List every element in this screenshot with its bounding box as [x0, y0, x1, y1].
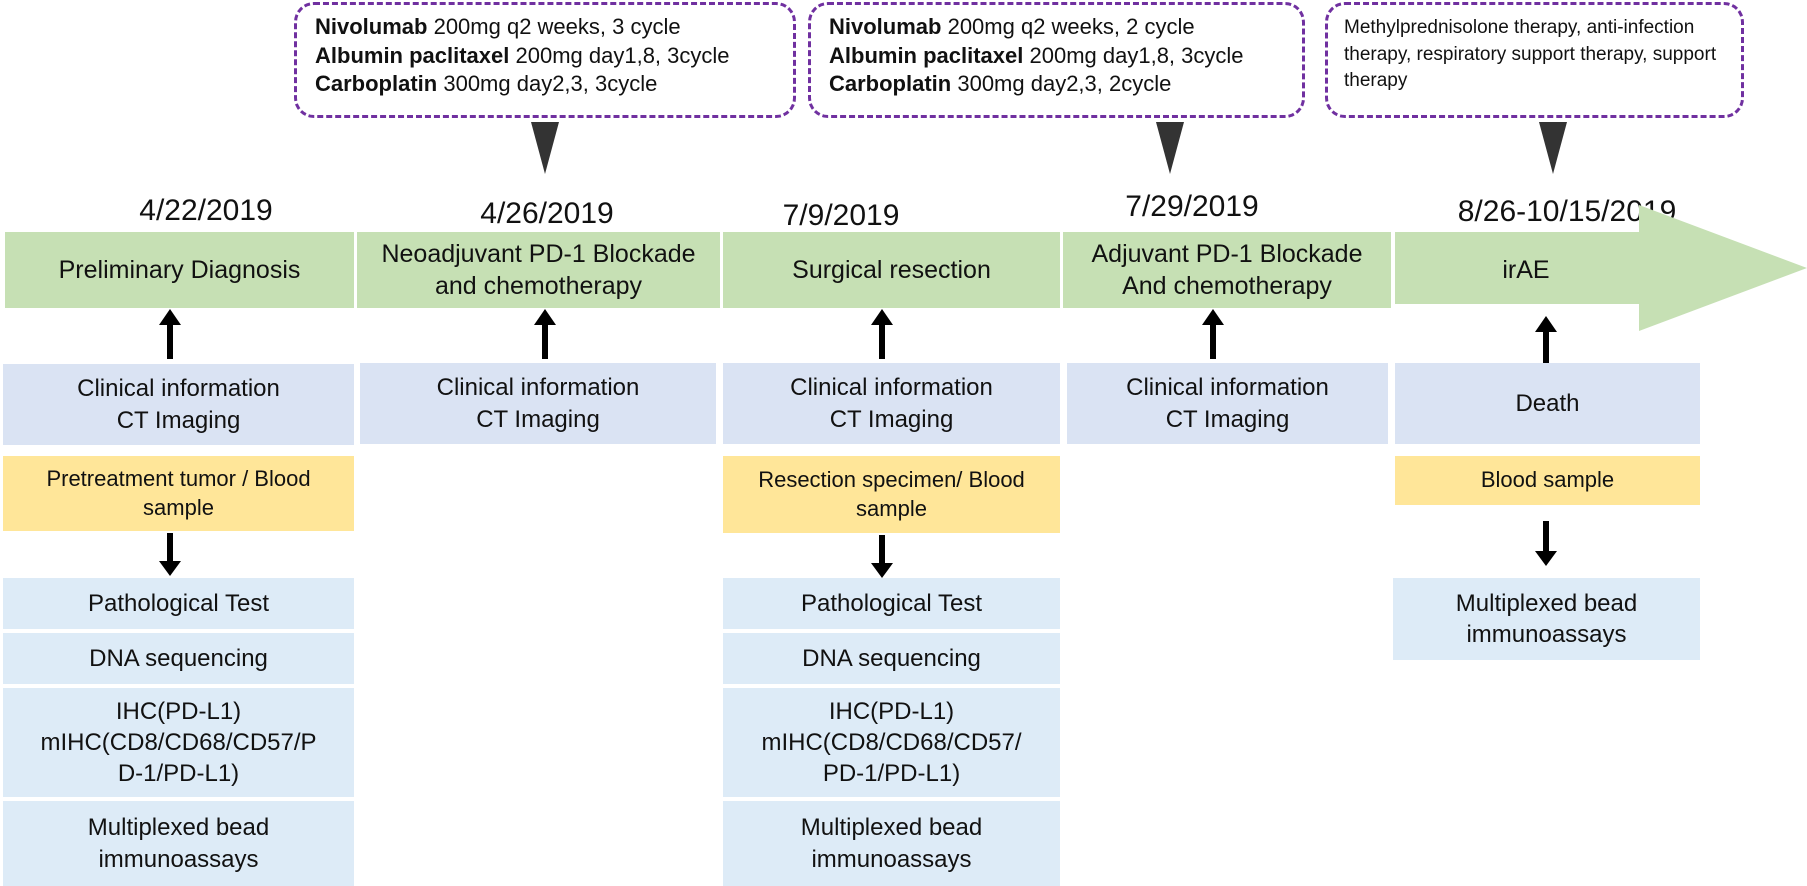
- test-box: IHC(PD-L1) mIHC(CD8/CD68/CD57/ PD-1/PD-L…: [723, 688, 1060, 797]
- test-box: DNA sequencing: [3, 633, 354, 684]
- callout-line: Nivolumab 200mg q2 weeks, 2 cycle: [829, 14, 1195, 39]
- test-box: Multiplexed bead immunoassays: [3, 801, 354, 886]
- callout-pointer-icon: [1156, 122, 1184, 174]
- stage-adjuvant: Adjuvant PD-1 Blockade And chemotherapy: [1063, 232, 1391, 308]
- stage-date: 4/26/2019: [480, 197, 614, 230]
- stage-surgical-resection: Surgical resection: [723, 232, 1060, 308]
- treatment-callout-adjuvant: Nivolumab 200mg q2 weeks, 2 cycle Albumi…: [808, 2, 1305, 118]
- arrow-up-icon: [1535, 316, 1557, 364]
- test-box: IHC(PD-L1) mIHC(CD8/CD68/CD57/P D-1/PD-L…: [3, 688, 354, 797]
- stage-date: 4/22/2019: [139, 194, 273, 227]
- stage-neoadjuvant: Neoadjuvant PD-1 Blockade and chemothera…: [357, 232, 720, 308]
- treatment-callout-neoadjuvant: Nivolumab 200mg q2 weeks, 3 cycle Albumi…: [294, 2, 796, 118]
- arrow-down-icon: [1535, 521, 1557, 566]
- test-box: Multiplexed bead immunoassays: [1393, 578, 1700, 660]
- info-box: Clinical information CT Imaging: [360, 363, 716, 444]
- arrow-down-icon: [159, 533, 181, 576]
- info-box: Clinical information CT Imaging: [3, 364, 354, 445]
- arrow-up-icon: [159, 309, 181, 359]
- stage-date: 7/9/2019: [782, 199, 900, 232]
- arrow-up-icon: [1202, 309, 1224, 359]
- callout-text: Methylprednisolone therapy, anti-infecti…: [1344, 17, 1717, 92]
- callout-pointer-icon: [1539, 122, 1567, 174]
- callout-pointer-icon: [531, 122, 559, 174]
- sample-box: Blood sample: [1395, 456, 1700, 505]
- sample-box: Resection specimen/ Blood sample: [723, 456, 1060, 533]
- callout-line: Albumin paclitaxel 200mg day1,8, 3cycle: [315, 42, 730, 68]
- test-box: DNA sequencing: [723, 633, 1060, 684]
- arrow-up-icon: [534, 309, 556, 359]
- timeline-arrow-icon: [1395, 205, 1807, 331]
- stage-date: 7/29/2019: [1125, 190, 1259, 223]
- callout-line: Carboplatin 300mg day2,3, 2cycle: [829, 71, 1172, 97]
- stage-preliminary-diagnosis: Preliminary Diagnosis: [5, 232, 354, 308]
- treatment-callout-irae: Methylprednisolone therapy, anti-infecti…: [1325, 2, 1744, 118]
- sample-box: Pretreatment tumor / Blood sample: [3, 456, 354, 531]
- stage-irae: irAE: [1502, 255, 1550, 284]
- info-box: Clinical information CT Imaging: [1067, 363, 1388, 444]
- arrow-up-icon: [871, 309, 893, 359]
- callout-line: Albumin paclitaxel 200mg day1,8, 3cycle: [829, 42, 1244, 68]
- callout-line: Carboplatin 300mg day2,3, 3cycle: [315, 71, 658, 97]
- test-box: Multiplexed bead immunoassays: [723, 801, 1060, 886]
- callout-line: Nivolumab 200mg q2 weeks, 3 cycle: [315, 14, 681, 39]
- info-box: Clinical information CT Imaging: [723, 363, 1060, 444]
- info-box: Death: [1395, 363, 1700, 444]
- test-box: Pathological Test: [723, 578, 1060, 629]
- arrow-down-icon: [871, 535, 893, 578]
- test-box: Pathological Test: [3, 578, 354, 629]
